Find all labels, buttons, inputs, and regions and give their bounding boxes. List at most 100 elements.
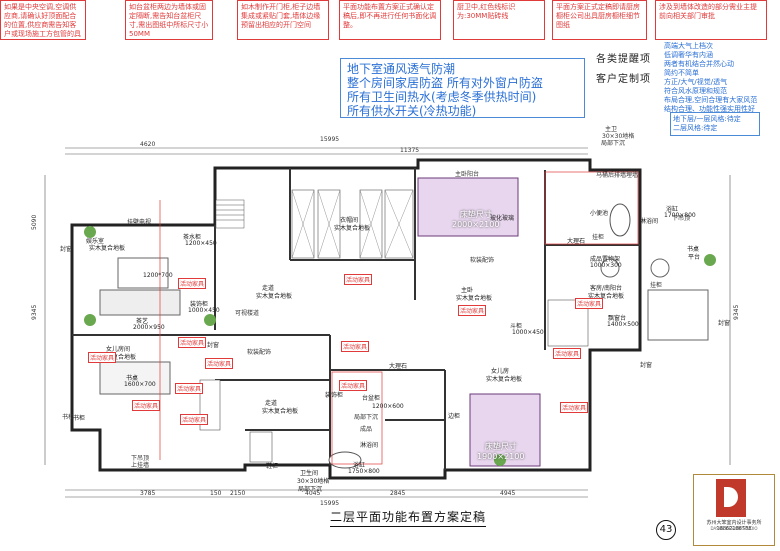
principle: 布局合理,空间合理有大家风范	[664, 96, 758, 104]
room-label: 局部下沉	[298, 486, 323, 493]
req-4: 所有供水开关(冷热功能)	[347, 104, 477, 118]
note-tile-line: 厨卫中,红色线标识为:30MM贴砖线	[453, 0, 545, 40]
plants	[84, 226, 716, 466]
room-label: 装饰柜	[325, 392, 344, 399]
room-label: 飘窗台	[608, 315, 627, 322]
room-label: 玻化玻璃	[490, 215, 515, 222]
plan-annotation: 下吊顶	[672, 215, 691, 222]
style-box: 地下层/一层风格:待定 二层风格:待定	[670, 112, 760, 136]
principle: 两者有机结合并然心动	[664, 60, 734, 68]
balcony-box	[647, 289, 709, 341]
principle: 结构合理、功能性强实用性好	[664, 105, 755, 113]
room-label: 茶艺	[136, 318, 149, 325]
armchair-1	[600, 258, 620, 278]
note-kitchen: 平面方案正式定稿即请厨房橱柜公司出具厨房橱柜细节图纸	[552, 0, 647, 40]
plan-annotation: 封窗	[207, 342, 220, 349]
room-label: 衣帽间	[340, 217, 359, 224]
design-principles: 高端大气上档次 低调奢华有内涵 两者有机结合并然心动 简约不简单 方正/大气/视…	[662, 40, 780, 116]
style-second-floor: 二层风格:待定	[673, 124, 718, 132]
req-2: 整个房间家居防盗 所有对外窗户防盗	[347, 76, 543, 90]
room-label: 实木复合地板	[100, 354, 137, 361]
room-label: 1750×800	[348, 468, 380, 475]
beds	[417, 177, 541, 467]
room-label: 挂壁电视	[127, 219, 152, 226]
bed-size: 2000×2100	[452, 220, 500, 229]
room-label: 1200×450	[185, 240, 217, 247]
plan-annotation: 成品	[360, 426, 373, 433]
room-label: 小便池	[590, 210, 609, 217]
company-logo: 苏州大笨室内设计事务所 18862188588 DASHE DESIGN STU…	[693, 474, 775, 546]
plan-annotation: 主卫	[605, 126, 618, 133]
room-label: 1000×450	[188, 307, 220, 314]
room-label: 书桌	[126, 375, 139, 382]
master-bed	[417, 177, 519, 237]
dim-top-2: 11375	[400, 147, 419, 154]
plan-annotation: 软装配饰	[247, 349, 272, 356]
room-label: 淋浴间	[640, 218, 659, 225]
dimension-lines	[44, 147, 731, 498]
movable-furniture-tag: 活动家具	[178, 337, 207, 348]
movable-furniture-tag: 活动家具	[560, 402, 589, 413]
logo-mark	[716, 479, 746, 517]
note-ac: 如果是中央空调,空调供应商,请确认好顶面配合的位置,供应商需告知客户或现场施工方…	[0, 0, 86, 40]
room-label: 实木复合地板	[588, 293, 625, 300]
movable-furniture-tag: 活动家具	[458, 305, 487, 316]
room-label: 实木复合地板	[334, 225, 371, 232]
room-label: 淋浴间	[360, 442, 379, 449]
room-label: 1600×700	[124, 381, 156, 388]
room-label: 2000×950	[133, 324, 165, 331]
room-label: 平台	[688, 254, 701, 261]
page-number: 43	[656, 520, 676, 540]
room-label: 1200×600	[372, 403, 404, 410]
plan-annotation: 软装配饰	[470, 257, 495, 264]
room-label: 1700×800	[664, 212, 696, 219]
daughter-bed	[469, 393, 541, 467]
principle: 高端大气上档次	[664, 42, 713, 50]
bed-size: 1900×2100	[477, 452, 525, 461]
dim-top-1: 4620	[140, 141, 155, 148]
plan-annotation: 局部下沉	[354, 414, 379, 421]
style-basement: 地下层/一层风格:待定	[673, 115, 741, 123]
room-label: 女儿房间	[106, 346, 131, 353]
dim-bottom-1: 3785	[140, 490, 155, 497]
movable-furniture-tag: 活动家具	[88, 352, 117, 363]
room-label: 女儿房	[491, 368, 510, 375]
room-label: 客房/南阳台	[590, 285, 623, 292]
room-label: 娱乐室	[86, 238, 105, 245]
dim-bottom-2: 150	[210, 490, 222, 497]
room-label: 1200*700	[143, 272, 173, 279]
room-label: 实木复合地板	[456, 295, 493, 302]
note-finalize: 平面功能布置方案正式确认定稿后,即不再进行任何书面化调整。	[339, 0, 441, 40]
plan-annotation: 封窗	[60, 246, 73, 253]
dim-side-2: 9345	[31, 305, 38, 320]
room-label: 走道	[265, 400, 278, 407]
plan-annotation: 主卧阳台	[455, 171, 480, 178]
room-label: 实木复合地板	[256, 293, 293, 300]
room-label: 实木复合地板	[486, 376, 523, 383]
plan-title: 二层平面功能布置方案定稿	[330, 508, 487, 527]
movable-furniture-tag: 活动家具	[341, 341, 370, 352]
room-label: 大理石	[389, 363, 408, 370]
note-wall: 涉及到墙体改造的部分需业主提前向相关部门审批	[655, 0, 767, 40]
plan-annotation: 马桶后排墙埋墙	[596, 172, 639, 179]
movable-furniture-tag: 活动家具	[339, 380, 368, 391]
dim-bottom-4: 4045	[305, 490, 320, 497]
principle: 简约不简单	[664, 69, 699, 77]
desk	[99, 361, 171, 395]
movable-furniture-tag: 活动家具	[175, 383, 204, 394]
room-label: 书桌	[687, 246, 700, 253]
room-label: 卫生间	[300, 470, 319, 477]
movable-furniture-tag: 活动家具	[205, 358, 234, 369]
room-label: 大理石	[567, 238, 586, 245]
req-3: 所有卫生间热水(考虑冬季供热时间)	[347, 90, 537, 104]
plan-annotation: 封窗	[640, 362, 653, 369]
dim-bottom-5: 2845	[390, 490, 405, 497]
dim-bottom-3: 2150	[230, 490, 245, 497]
plan-annotation: 封窗	[718, 320, 731, 327]
movable-furniture-tag: 活动家具	[575, 298, 604, 309]
note-basin-cabinet: 如台盆柜两边为墙体或固定隔断,需告知台盆柜尺寸,需出图纸中所标尺寸小50MM	[125, 0, 213, 40]
movable-furniture-tag: 活动家具	[344, 274, 373, 285]
movable-furniture-tag: 活动家具	[178, 278, 207, 289]
